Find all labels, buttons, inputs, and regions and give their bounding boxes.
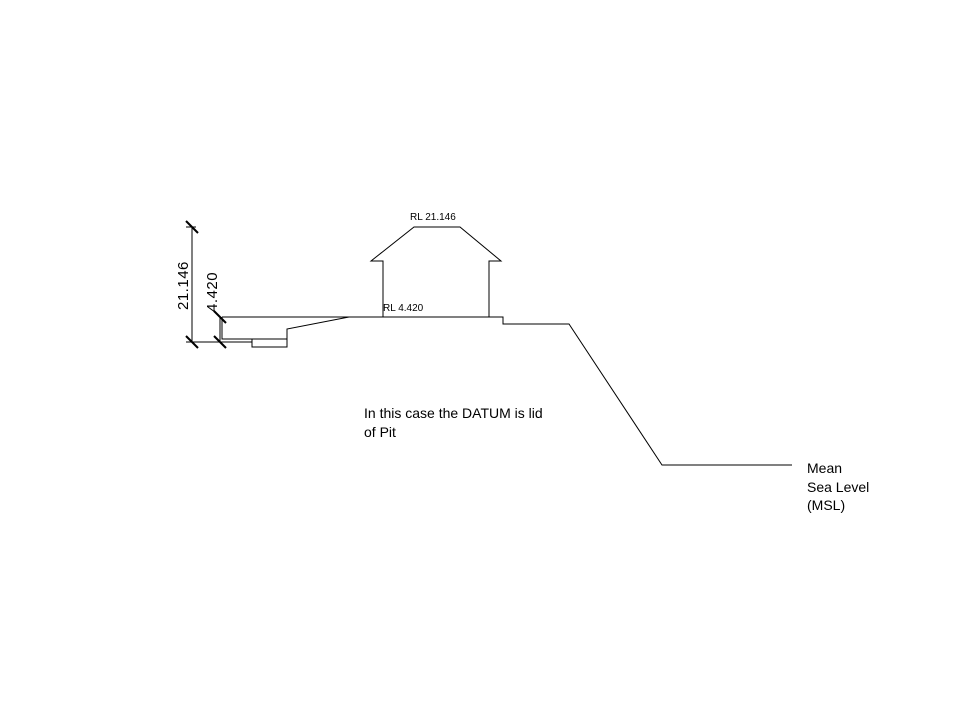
msl-label-line3: (MSL) [807,497,846,513]
msl-label-line1: Mean [807,460,843,476]
pit-lid [251,338,288,348]
dimension-datum-label: 4.420 [204,271,221,312]
ground-profile [222,316,792,466]
msl-label-line2: Sea Level [807,479,870,495]
tick-datum-top [213,310,227,324]
dimension-total-label: 21.146 [175,261,192,310]
datum-note-line2: of Pit [364,424,396,440]
pit-outline [221,316,350,340]
tick-bottom-total [185,335,199,349]
tick-top [185,220,199,234]
rl-top-label: RL 21.146 [410,212,456,223]
datum-note-line1: In this case the DATUM is lid [364,405,543,421]
tick-datum-bottom [213,335,227,349]
house-outline [369,226,503,317]
rl-datum-label: RL 4.420 [383,303,424,314]
